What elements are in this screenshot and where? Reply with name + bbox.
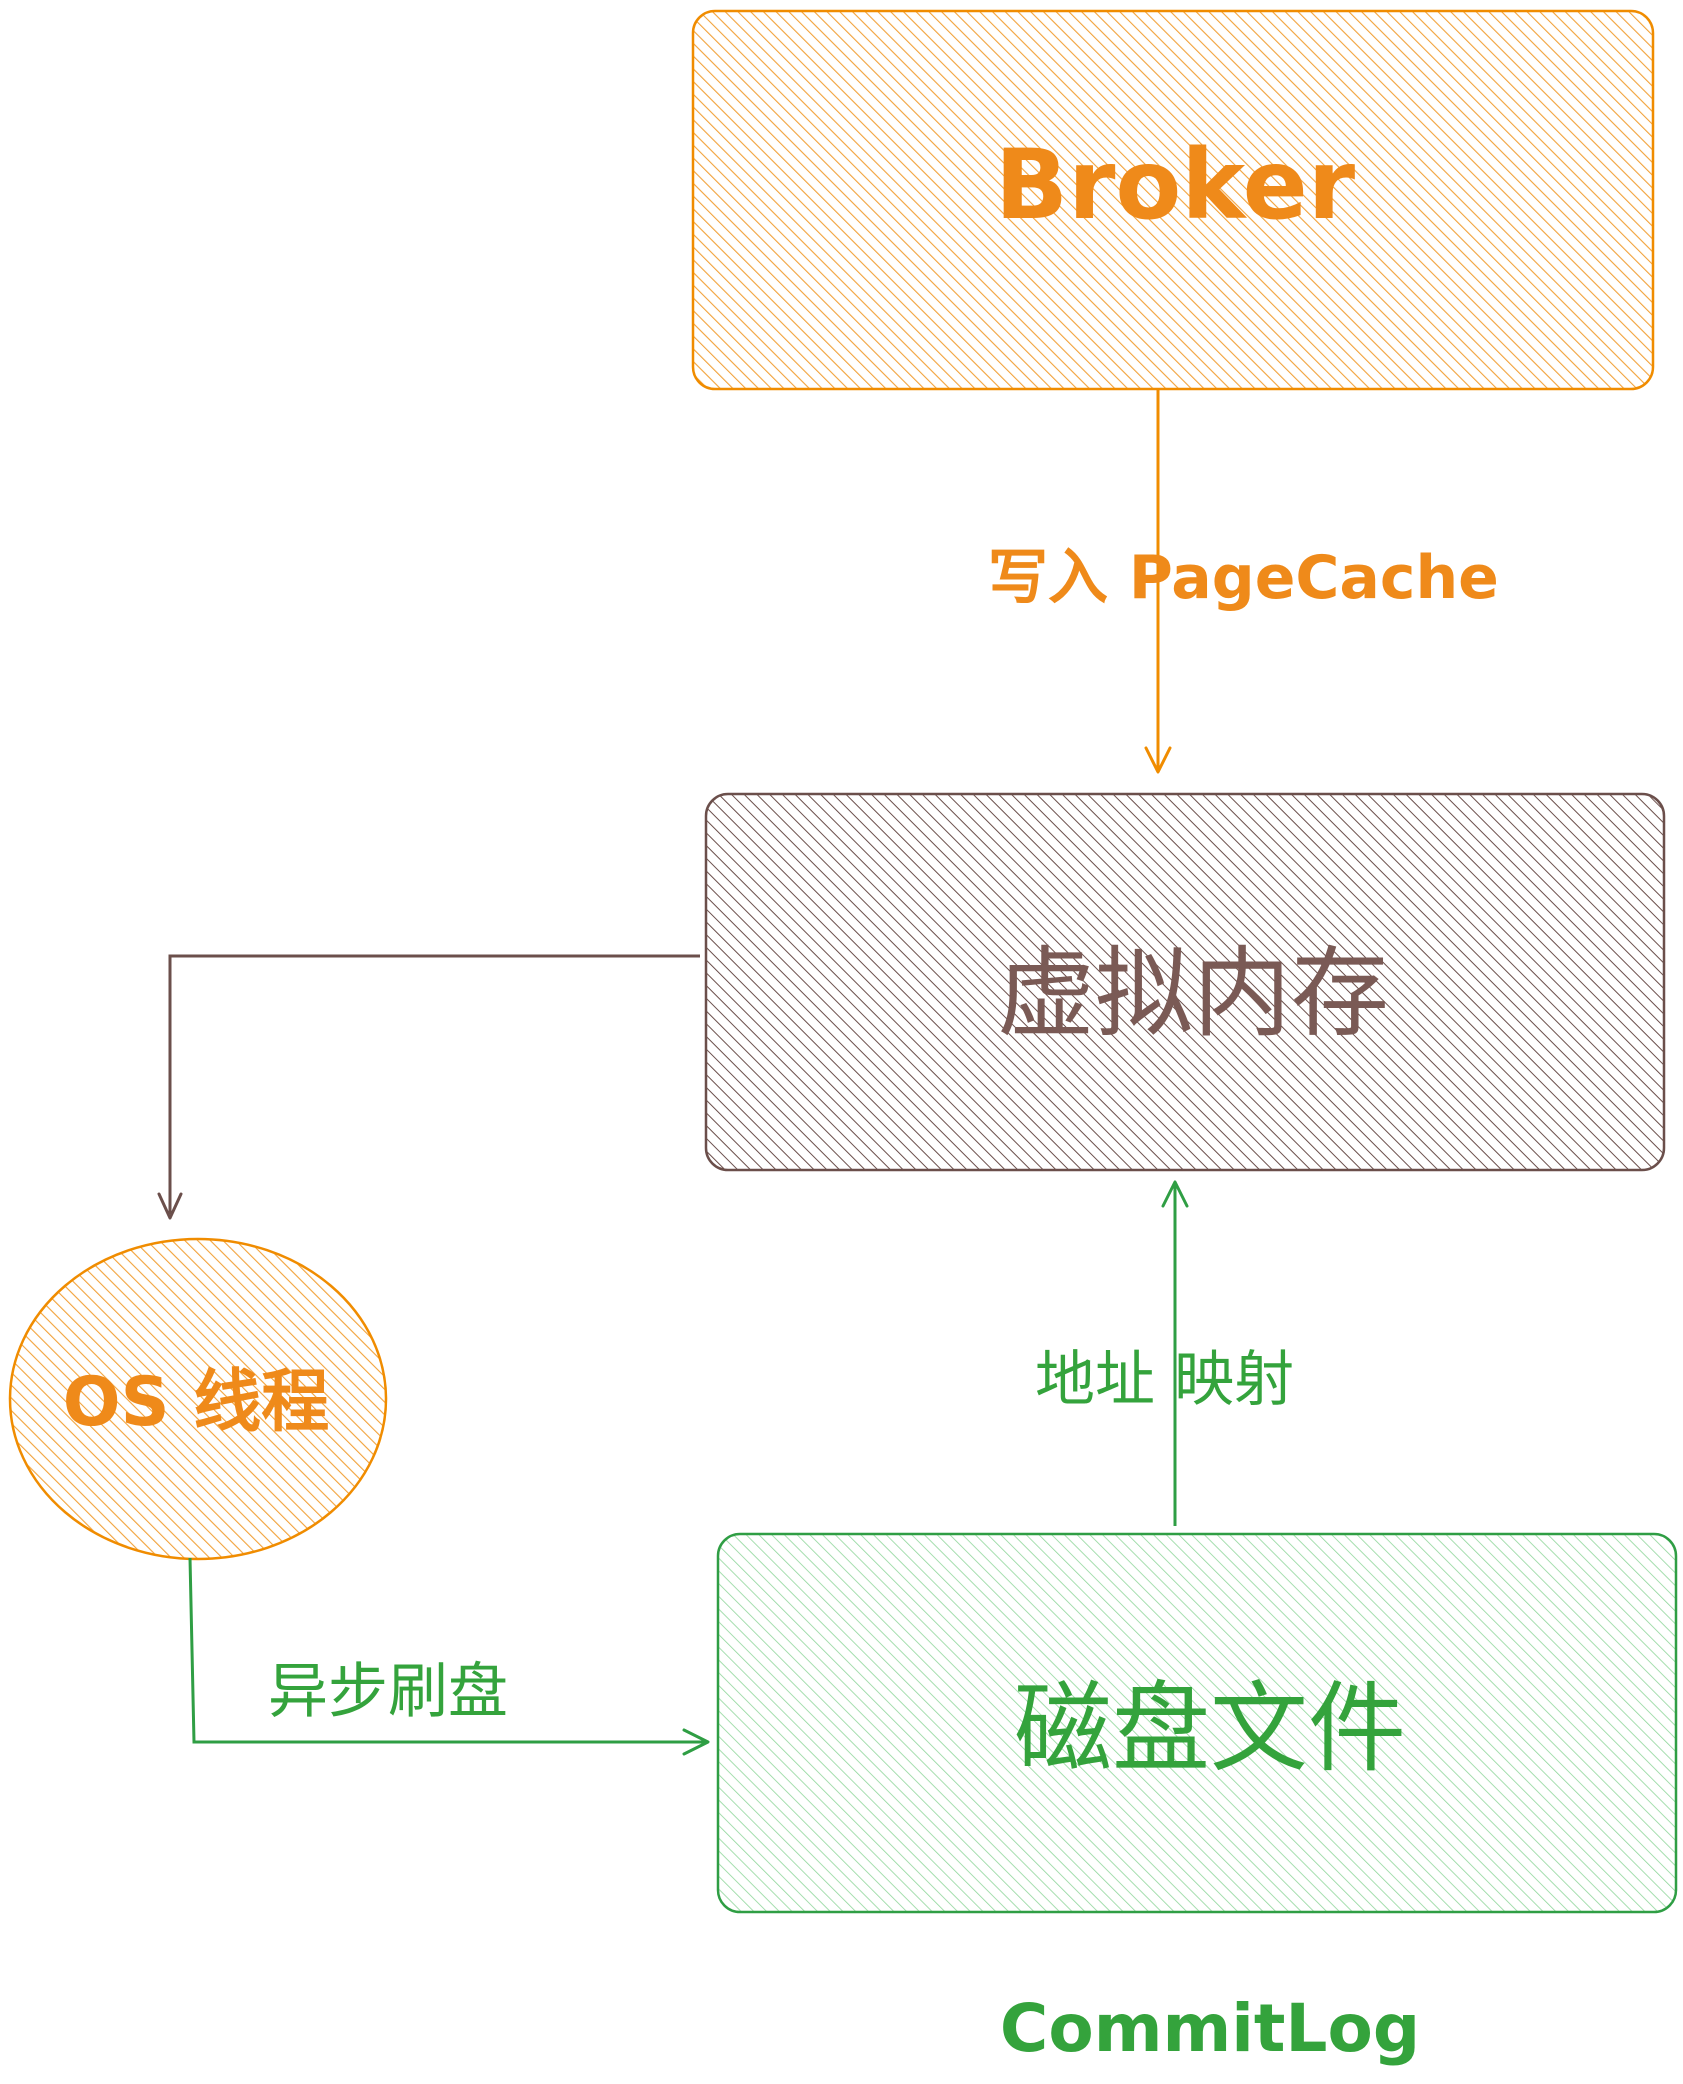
virtual-memory-label: 虚拟内存 (997, 937, 1389, 1051)
disk-file-label: 磁盘文件 (1014, 1672, 1406, 1786)
os-thread-label: OS 线程 (63, 1363, 329, 1442)
write-pagecache-label: 写入 PageCache (988, 543, 1499, 613)
commitlog-caption: CommitLog (1000, 1990, 1420, 2067)
broker-label: Broker (995, 129, 1356, 241)
address-mapping-label: 地址 映射 (1035, 1345, 1294, 1415)
os-thread-node: OS 线程 (8, 1237, 388, 1561)
broker-node: Broker (691, 9, 1655, 391)
disk-file-node: 磁盘文件 (716, 1532, 1678, 1914)
async-flush-label: 异步刷盘 (268, 1657, 508, 1727)
virtual-memory-node: 虚拟内存 (704, 792, 1666, 1172)
edge-memory-to-os (157, 954, 700, 1220)
edge-write-pagecache: 写入 PageCache (988, 389, 1499, 774)
edge-address-mapping: 地址 映射 (1035, 1180, 1294, 1526)
edge-async-flush: 异步刷盘 (188, 1557, 710, 1756)
